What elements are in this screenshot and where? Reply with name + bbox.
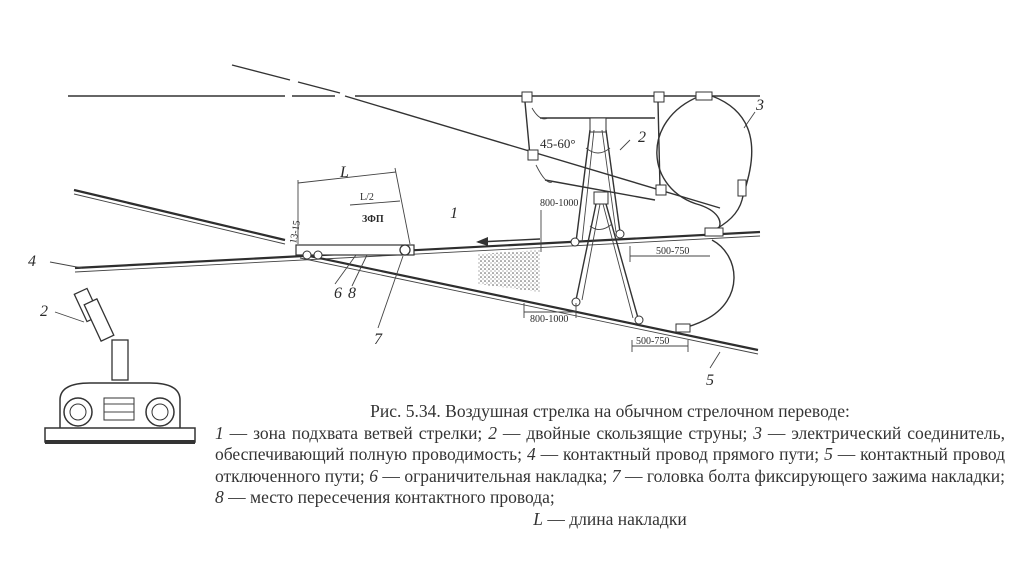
caption-text-7: — головка болта фиксирующего зажима накл… (620, 465, 1006, 486)
label-L: L (339, 164, 349, 181)
caption-text-1: — зона подхвата ветвей стрелки; (223, 422, 489, 443)
label-3: 3 (755, 97, 764, 114)
caption-num-3: 3 (753, 422, 762, 443)
label-2-inset: 2 (40, 303, 48, 320)
contact-wire-main-track (73, 188, 761, 273)
label-6: 6 (334, 285, 342, 302)
angle-label: 45-60° (540, 136, 576, 151)
dimensions: 45-60° 800-1000 800-1000 500-750 500-750 (523, 136, 710, 352)
caption-text-L: — длина накладки (543, 508, 687, 529)
caption-text-2: — двойные скользящие струны; (496, 422, 754, 443)
caption-text-5: — контактный провод отключенного пути; (215, 444, 1005, 486)
caption-num-4: 4 (526, 444, 536, 464)
electric-connector (656, 91, 753, 333)
leaders (49, 111, 756, 369)
caption-items: 1 — зона подхвата ветвей стрелки; 2 — дв… (215, 423, 1005, 508)
upper-messenger-wire (68, 64, 760, 97)
caption-last: L — длина накладки (215, 509, 1005, 531)
dim-13-15: 13-15 (288, 220, 303, 245)
label-4: 4 (28, 253, 36, 270)
direction-arrow (476, 237, 541, 246)
caption-text-3: — электрический соединитель, обеспечиваю… (215, 422, 1006, 465)
label-7: 7 (374, 331, 383, 348)
caption-text-6: — ограничительная накладка; (377, 465, 612, 486)
label-8: 8 (348, 285, 356, 302)
dim-500-750-top: 500-750 (656, 246, 689, 257)
label-2: 2 (638, 129, 646, 146)
restrictive-plate (295, 244, 415, 260)
caption-num-2: 2 (488, 422, 497, 443)
dimension-L: L L/2 ЗФП 13-15 (288, 164, 411, 245)
label-5: 5 (706, 372, 714, 389)
caption-num-6: 6 (369, 465, 378, 486)
figure-caption: Рис. 5.34. Воздушная стрелка на обычном … (215, 401, 1005, 530)
caption-num-L: L (533, 508, 544, 529)
label-1: 1 (450, 205, 458, 222)
caption-num-1: 1 (215, 422, 224, 443)
caption-num-5: 5 (824, 444, 833, 464)
dim-500-750-bottom: 500-750 (636, 336, 669, 347)
caption-num-8: 8 (215, 487, 224, 507)
label-zfp: ЗФП (362, 214, 384, 225)
capture-zone (478, 250, 540, 292)
caption-num-7: 7 (611, 465, 621, 486)
caption-title: Рис. 5.34. Воздушная стрелка на обычном … (370, 401, 850, 421)
dim-800-1000-bottom: 800-1000 (530, 314, 568, 325)
contact-wire-diverged-track (299, 252, 759, 355)
label-L-half: L/2 (360, 192, 374, 203)
dim-800-1000-top: 800-1000 (540, 198, 578, 209)
caption-text-8: — место пересечения контактного провода; (223, 487, 555, 507)
clamp-inset: 2 (40, 287, 196, 444)
double-sliding-droppers (521, 91, 667, 325)
caption-text-4: — контактный провод прямого пути; (535, 444, 825, 464)
